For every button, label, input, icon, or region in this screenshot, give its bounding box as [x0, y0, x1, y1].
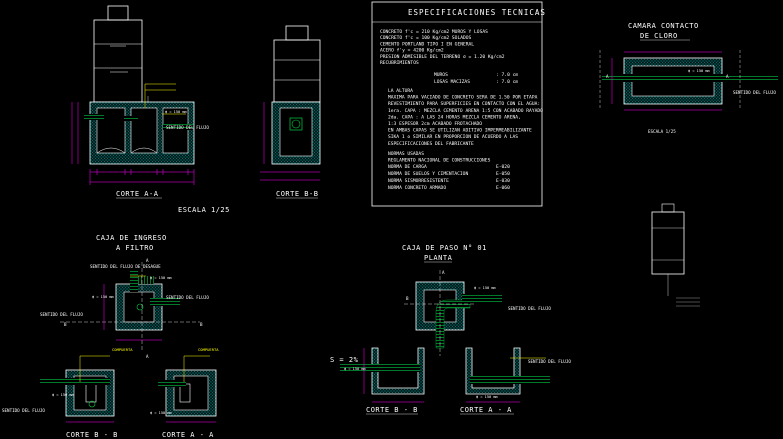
caja-paso-sec-a: A: [442, 270, 445, 275]
caja-ingreso-sec-b1: B: [64, 322, 67, 327]
tank-elevation-right: [651, 203, 700, 307]
pipe-label: ϕ = 150 mm: [165, 110, 187, 114]
camara-pipe: ϕ = 150 mm: [688, 69, 710, 73]
spec-material-line: ACERO f'y = 4200 Kg/cm2: [380, 48, 444, 54]
spec-norm-name: NORMA SISMORRESISTENTE: [388, 178, 449, 184]
spec-cover-label: LOSAS MACIZAS: [434, 79, 470, 85]
escala-top: ESCALA 1/25: [178, 206, 230, 214]
spec-norm-name: NORMA DE CARGA: [388, 164, 427, 170]
caja-ingreso-pipe2: ϕ = 150 mm: [92, 295, 114, 299]
corte-bb-pipe: ϕ = 150 mm: [52, 393, 74, 397]
sentido-flujo-label: SENTIDO DEL FLUJO: [166, 125, 209, 130]
corte-aa-pipe: ϕ = 150 mm: [150, 411, 172, 415]
corte-aa-bl-title: CORTE A - A: [162, 431, 214, 439]
spec-norms-heading: REGLAMENTO NACIONAL DE CONSTRUCCIONES: [388, 158, 491, 164]
corte-aa-bm-title: CORTE A - A: [460, 406, 512, 414]
caja-ingreso-title-1: CAJA DE INGRESO: [96, 234, 167, 242]
spec-note-line: 2da. CAPA : A LAS 24 HORAS MEZCLA CEMENT…: [388, 114, 521, 120]
corte-bb-bm-pipe: ϕ = 150 mm: [344, 367, 366, 371]
spec-norms-heading: NORMAS USADAS: [388, 151, 424, 157]
spec-norm-code: E-030: [496, 178, 510, 184]
spec-norm-name: NORMA CONCRETO ARMADO: [388, 185, 446, 191]
corte-aa-bm-flujo: SENTIDO DEL FLUJO: [528, 359, 571, 364]
caja-ingreso-flujo: SENTIDO DEL FLUJO: [166, 295, 209, 300]
spec-note-line: 1:3 ESPESOR 2cm ACABADO FROTACHADO: [388, 121, 482, 127]
corte-aa-bottom-left: COMPUERTA ϕ = 150 mm CORTE A - A: [150, 347, 219, 439]
corte-bb-flujo: SENTIDO DEL FLUJO: [2, 408, 45, 413]
camara-escala: ESCALA 1/25: [648, 129, 676, 134]
slope-label: S = 2%: [330, 356, 359, 364]
camara-cloro-drawing: CAMARA CONTACTO DE CLORO ϕ = 150 mm SENT…: [599, 22, 778, 134]
specs-panel: ESPECIFICACIONES TECNICAS CONCRETO f'c =…: [371, 1, 546, 207]
spec-material-line: CONCRETO f'c = 210 Kg/cm2 MUROS Y LOSAS: [380, 29, 488, 35]
spec-norm-name: NORMA DE SUELOS Y CIMENTACION: [388, 171, 468, 177]
corte-aa-bm-pipe: ϕ = 150 mm: [476, 395, 498, 399]
spec-note-line: 1era. CAPA : MEZCLA CEMENTO ARENA 1:5 CO…: [388, 108, 543, 114]
spec-norm-code: E-060: [496, 185, 510, 191]
camara-sec-a2: A: [726, 74, 729, 79]
caja-ingreso-pipe1: ϕ = 150 mm: [150, 276, 172, 280]
corte-bb-top-drawing: CORTE B-B: [260, 25, 321, 199]
spec-note-line: REVESTIMIENTO PARA SUPERFICIES EN CONTAC…: [388, 101, 540, 107]
specs-heading: ESPECIFICACIONES TECNICAS: [408, 8, 546, 17]
spec-note-line: LA ALTURA: [388, 88, 413, 94]
corte-bb-bottom-middle: S = 2% ϕ = 150 mm CORTE B - B: [330, 347, 425, 415]
caja-ingreso-sec-b2: B: [200, 322, 203, 327]
caja-ingreso-flujo-left: SENTIDO DEL FLUJO: [40, 312, 83, 317]
caja-ingreso-drawing: CAJA DE INGRESO A FILTRO SENTIDO DEL FLU…: [40, 234, 209, 359]
caja-paso-pipe: ϕ = 150 mm: [474, 286, 496, 290]
camara-sec-a1: A: [606, 74, 609, 79]
spec-cover-value: : 7.0 cm: [496, 72, 518, 78]
corte-aa-bottom-middle: SENTIDO DEL FLUJO ϕ = 150 mm CORTE A - A: [460, 347, 571, 415]
caja-paso-title-2: PLANTA: [424, 254, 453, 262]
camara-title-1: CAMARA CONTACTO: [628, 22, 699, 30]
corte-bb-top-title: CORTE B-B: [276, 190, 318, 198]
compuerta-label-1: COMPUERTA: [112, 347, 133, 352]
caja-paso-sec-b1: B: [406, 296, 409, 301]
spec-note-line: ESPECIFICACIONES DEL FABRICANTE: [388, 141, 474, 147]
caja-paso-flujo: SENTIDO DEL FLUJO: [508, 306, 551, 311]
spec-material-line: PRESION ADMISIBLE DEL TERRENO σ = 1.20 K…: [380, 54, 505, 60]
caja-paso-drawing: CAJA DE PASO N° 01 PLANTA B A ϕ = 150 mm…: [402, 244, 551, 356]
spec-material-line: CONCRETO f'c = 100 Kg/cm2 SOLADOS: [380, 35, 472, 41]
corte-bb-bottom-left: COMPUERTA ϕ = 150 mm SENTIDO DEL FLUJO C…: [2, 347, 133, 439]
corte-bb-bl-title: CORTE B - B: [66, 431, 118, 439]
spec-note-line: MAXIMA PARA VACIADO DE CONCRETO SERA DE …: [388, 95, 538, 101]
compuerta-label-2: COMPUERTA: [198, 347, 219, 352]
caja-ingreso-title-2: A FILTRO: [116, 244, 154, 252]
caja-paso-title-1: CAJA DE PASO N° 01: [402, 244, 487, 252]
spec-cover-value: : 7.0 cm: [496, 79, 518, 85]
spec-cover-label: MUROS: [434, 72, 448, 78]
spec-note-line: SIKA 1 o SIMILAR EN PROPORCION DE ACUERD…: [388, 134, 518, 140]
corte-bb-bm-title: CORTE B - B: [366, 406, 418, 414]
caja-ingreso-sec-a1: A: [146, 258, 149, 263]
corte-aa-top-drawing: ϕ = 150 mm SENTIDO DEL FLUJO CORTE A-A: [71, 5, 209, 199]
spec-material-line: CEMENTO PORTLAND TIPO I EN GENERAL: [380, 41, 474, 47]
corte-aa-top-title: CORTE A-A: [116, 190, 159, 198]
caja-ingreso-desague: SENTIDO DEL FLUJO DE DESAGUE: [90, 264, 161, 269]
camara-flujo: SENTIDO DEL FLUJO: [733, 90, 776, 95]
caja-ingreso-sec-a2: A: [146, 354, 149, 359]
spec-material-line: RECUBRIMIENTOS: [380, 60, 419, 66]
camara-title-2: DE CLORO: [640, 32, 678, 40]
spec-norm-code: E-050: [496, 171, 510, 177]
spec-note-line: EN AMBAS CAPAS SE UTILIZAN ADITIVO IMPER…: [388, 128, 532, 134]
spec-norm-code: E-020: [496, 164, 510, 170]
